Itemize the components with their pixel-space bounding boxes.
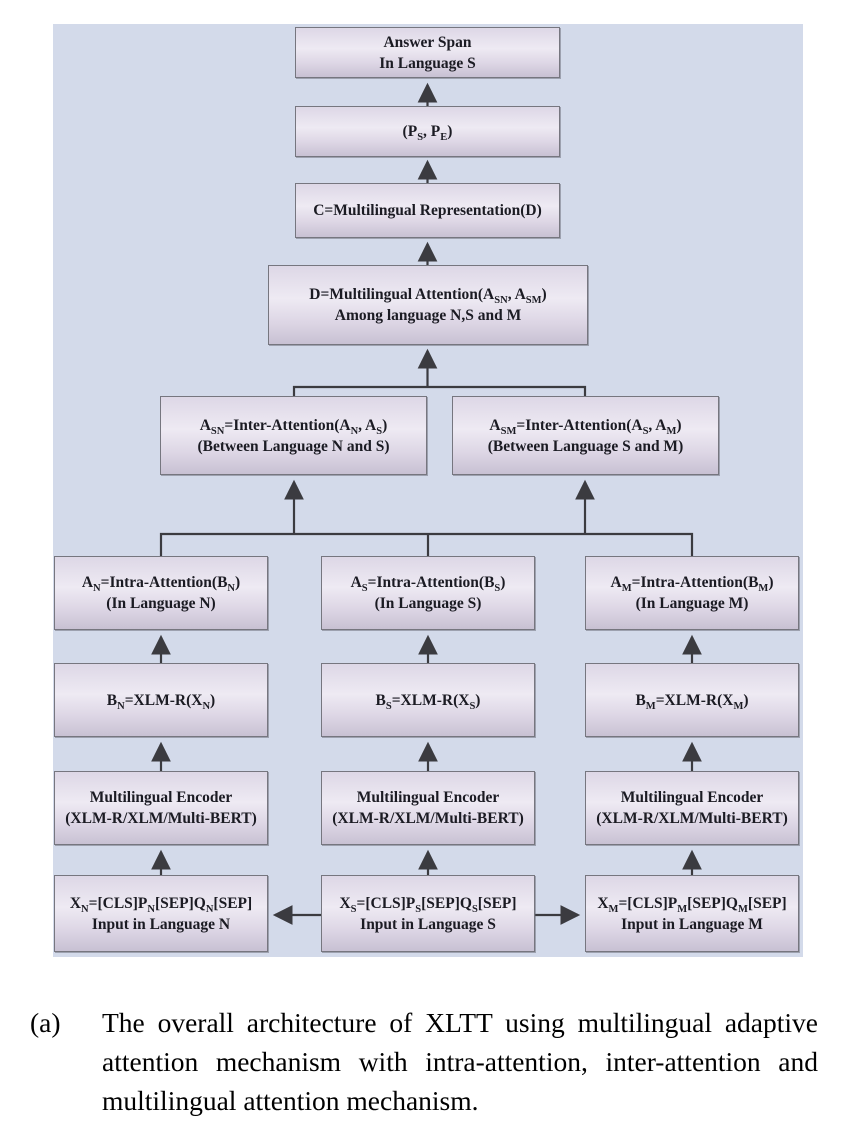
node-line: Among language N,S and M bbox=[334, 307, 522, 324]
node-line: (In Language M) bbox=[635, 595, 749, 612]
node-line: AS=Intra-Attention(BS) bbox=[350, 574, 506, 595]
node-xlmr-output-n: BN=XLM-R(XN) bbox=[54, 663, 268, 737]
node-xlmr-output-m: BM=XLM-R(XM) bbox=[585, 663, 799, 737]
figure-caption: (a) The overall architecture of XLTT usi… bbox=[30, 1003, 822, 1120]
node-line: XM=[CLS]PM[SEP]QM[SEP] bbox=[597, 894, 787, 915]
node-line: C=Multilingual Representation(D) bbox=[313, 202, 542, 219]
node-intra-attention-n: AN=Intra-Attention(BN) (In Language N) bbox=[54, 556, 268, 630]
node-input-m: XM=[CLS]PM[SEP]QM[SEP] Input in Language… bbox=[585, 875, 799, 952]
node-line: AM=Intra-Attention(BM) bbox=[610, 574, 774, 595]
node-line: (In Language N) bbox=[106, 595, 216, 612]
node-line: BM=XLM-R(XM) bbox=[635, 691, 749, 712]
node-line: Input in Language N bbox=[91, 915, 231, 933]
node-line: Answer Span bbox=[383, 33, 472, 51]
node-line: ASM=Inter-Attention(AS, AM) bbox=[489, 416, 682, 437]
node-line: AN=Intra-Attention(BN) bbox=[81, 574, 241, 595]
node-line: XN=[CLS]PN[SEP]QN[SEP] bbox=[69, 894, 253, 915]
node-inter-attention-sm: ASM=Inter-Attention(AS, AM) (Between Lan… bbox=[452, 396, 719, 475]
node-line: Multilingual Encoder bbox=[356, 789, 500, 806]
node-line: (Between Language N and S) bbox=[197, 437, 390, 455]
node-line: (In Language S) bbox=[374, 595, 482, 612]
node-intra-attention-m: AM=Intra-Attention(BM) (In Language M) bbox=[585, 556, 799, 630]
node-multilingual-encoder-m: Multilingual Encoder (XLM-R/XLM/Multi-BE… bbox=[585, 771, 799, 845]
node-line: (PS, PE) bbox=[402, 123, 453, 144]
caption-text: The overall architecture of XLTT using m… bbox=[102, 1007, 818, 1116]
node-multilingual-encoder-n: Multilingual Encoder (XLM-R/XLM/Multi-BE… bbox=[54, 771, 268, 845]
node-input-n: XN=[CLS]PN[SEP]QN[SEP] Input in Language… bbox=[54, 875, 268, 952]
node-line: BN=XLM-R(XN) bbox=[106, 691, 216, 712]
node-intra-attention-s: AS=Intra-Attention(BS) (In Language S) bbox=[321, 556, 535, 630]
caption-label: (a) bbox=[30, 1007, 61, 1038]
node-line: Input in Language M bbox=[621, 915, 763, 933]
node-line: ASN=Inter-Attention(AN, AS) bbox=[199, 416, 388, 437]
node-inter-attention-ns: ASN=Inter-Attention(AN, AS) (Between Lan… bbox=[160, 396, 427, 475]
node-line: D=Multilingual Attention(ASN, ASM) bbox=[309, 286, 547, 307]
node-line: (XLM-R/XLM/Multi-BERT) bbox=[596, 810, 788, 827]
node-line: In Language S bbox=[379, 54, 476, 72]
node-line: BS=XLM-R(XS) bbox=[375, 691, 481, 712]
node-multilingual-attention: D=Multilingual Attention(ASN, ASM) Among… bbox=[268, 265, 588, 345]
node-multilingual-encoder-s: Multilingual Encoder (XLM-R/XLM/Multi-BE… bbox=[321, 771, 535, 845]
node-xlmr-output-s: BS=XLM-R(XS) bbox=[321, 663, 535, 737]
node-start-end-probabilities: (PS, PE) bbox=[295, 106, 560, 157]
node-input-s: XS=[CLS]PS[SEP]QS[SEP] Input in Language… bbox=[321, 875, 535, 952]
node-line: (Between Language S and M) bbox=[487, 437, 684, 455]
node-line: (XLM-R/XLM/Multi-BERT) bbox=[332, 810, 524, 827]
node-line: Input in Language S bbox=[360, 915, 496, 933]
node-line: XS=[CLS]PS[SEP]QS[SEP] bbox=[339, 894, 517, 915]
node-answer-span: Answer Span In Language S bbox=[295, 27, 560, 78]
node-line: Multilingual Encoder bbox=[89, 789, 233, 806]
node-line: Multilingual Encoder bbox=[620, 789, 764, 806]
node-line: (XLM-R/XLM/Multi-BERT) bbox=[65, 810, 257, 827]
node-multilingual-representation: C=Multilingual Representation(D) bbox=[295, 183, 560, 238]
